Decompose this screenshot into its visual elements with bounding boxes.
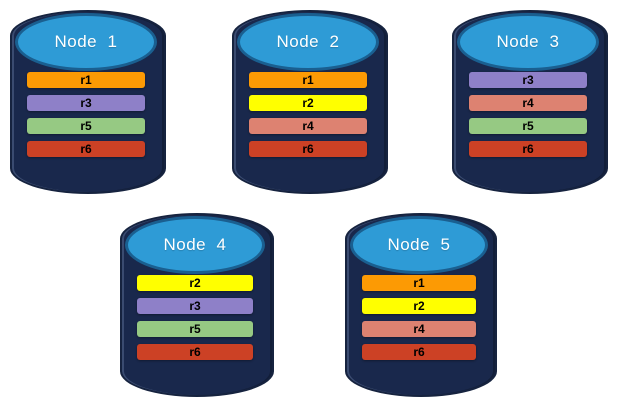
replica-bar[interactable]: r1: [362, 275, 476, 291]
replica-label: r6: [80, 142, 92, 156]
replica-label: r1: [80, 73, 92, 87]
replica-label: r3: [522, 73, 534, 87]
replica-label: r1: [302, 73, 314, 87]
replica-label: r3: [189, 299, 201, 313]
replica-label: r6: [302, 142, 314, 156]
replica-stack-4: r2 r3 r5 r6: [120, 275, 270, 360]
replica-bar[interactable]: r2: [362, 298, 476, 314]
node-top-disc-4: Node 4: [125, 216, 265, 274]
node-title-5: Node 5: [387, 235, 451, 254]
replica-bar[interactable]: r3: [137, 298, 253, 314]
replica-label: r4: [302, 119, 314, 133]
replica-bar[interactable]: r2: [137, 275, 253, 291]
replica-bar[interactable]: r6: [469, 141, 587, 157]
replica-bar[interactable]: r6: [27, 141, 145, 157]
replica-label: r2: [302, 96, 314, 110]
replica-stack-3: r3 r4 r5 r6: [452, 72, 604, 157]
replica-label: r6: [413, 345, 425, 359]
replica-bar[interactable]: r1: [249, 72, 367, 88]
replica-bar[interactable]: r3: [469, 72, 587, 88]
node-cylinder-2[interactable]: Node 2 r1 r2 r4 r6: [232, 10, 388, 194]
node-top-disc-5: Node 5: [350, 216, 488, 274]
node-cylinder-3[interactable]: Node 3 r3 r4 r5 r6: [452, 10, 608, 194]
replica-bar[interactable]: r5: [469, 118, 587, 134]
replica-bar[interactable]: r3: [27, 95, 145, 111]
replica-bar[interactable]: r5: [137, 321, 253, 337]
replica-label: r3: [80, 96, 92, 110]
replica-label: r2: [189, 276, 201, 290]
replica-bar[interactable]: r4: [249, 118, 367, 134]
replica-bar[interactable]: r4: [469, 95, 587, 111]
node-title-1: Node 1: [54, 32, 118, 51]
replica-bar[interactable]: r2: [249, 95, 367, 111]
replica-bar[interactable]: r6: [137, 344, 253, 360]
replica-label: r6: [522, 142, 534, 156]
node-top-disc-1: Node 1: [15, 13, 157, 71]
node-top-disc-3: Node 3: [457, 13, 599, 71]
replica-label: r4: [522, 96, 534, 110]
node-title-2: Node 2: [276, 32, 340, 51]
replica-label: r5: [522, 119, 534, 133]
replica-label: r4: [413, 322, 425, 336]
node-cylinder-5[interactable]: Node 5 r1 r2 r4 r6: [345, 213, 497, 397]
node-cylinder-4[interactable]: Node 4 r2 r3 r5 r6: [120, 213, 274, 397]
replica-bar[interactable]: r4: [362, 321, 476, 337]
node-title-4: Node 4: [163, 235, 227, 254]
node-title-3: Node 3: [496, 32, 560, 51]
replica-label: r2: [413, 299, 425, 313]
replica-label: r5: [189, 322, 201, 336]
replica-stack-5: r1 r2 r4 r6: [345, 275, 493, 360]
replica-label: r6: [189, 345, 201, 359]
replica-bar[interactable]: r6: [362, 344, 476, 360]
replica-bar[interactable]: r1: [27, 72, 145, 88]
replica-stack-1: r1 r3 r5 r6: [10, 72, 162, 157]
replica-label: r5: [80, 119, 92, 133]
replica-label: r1: [413, 276, 425, 290]
replica-stack-2: r1 r2 r4 r6: [232, 72, 384, 157]
node-cylinder-1[interactable]: Node 1 r1 r3 r5 r6: [10, 10, 166, 194]
replica-bar[interactable]: r5: [27, 118, 145, 134]
replica-bar[interactable]: r6: [249, 141, 367, 157]
node-top-disc-2: Node 2: [237, 13, 379, 71]
